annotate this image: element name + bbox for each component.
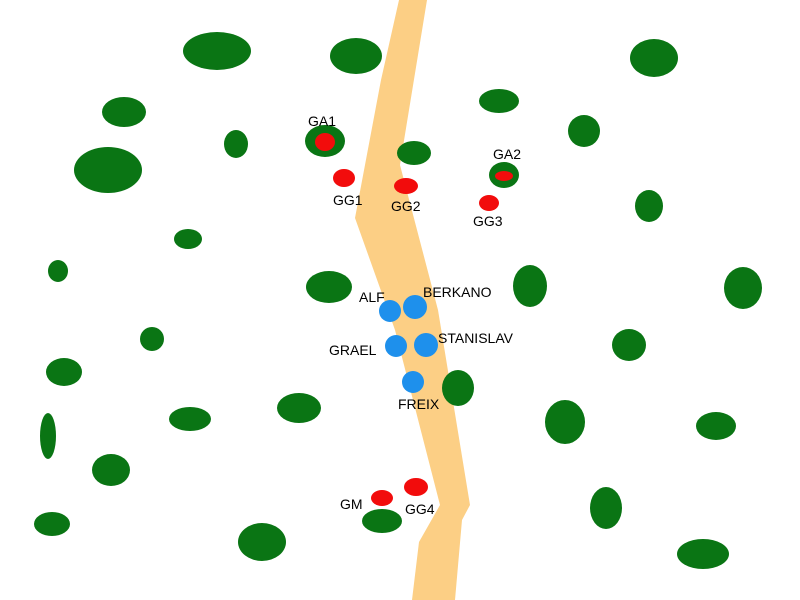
tree: [140, 327, 164, 351]
tree: [545, 400, 585, 444]
enemy-units-layer: [315, 133, 513, 506]
tree: [442, 370, 474, 406]
tree: [479, 89, 519, 113]
tree: [34, 512, 70, 536]
tree: [183, 32, 251, 70]
enemy-unit-ga1[interactable]: [315, 133, 335, 151]
label-freix: FREIX: [398, 396, 440, 412]
tree: [568, 115, 600, 147]
label-gg4: GG4: [405, 501, 435, 517]
tree: [277, 393, 321, 423]
tree: [74, 147, 142, 193]
friendly-unit-alf[interactable]: [379, 300, 401, 322]
friendly-unit-freix[interactable]: [402, 371, 424, 393]
label-berkano: BERKANO: [423, 284, 492, 300]
enemy-unit-gg1[interactable]: [333, 169, 355, 187]
tree: [677, 539, 729, 569]
enemy-unit-ga2[interactable]: [495, 171, 513, 181]
tree: [92, 454, 130, 486]
enemy-unit-gg4[interactable]: [404, 478, 428, 496]
friendly-units-layer: [379, 295, 438, 393]
tree: [590, 487, 622, 529]
tree: [40, 413, 56, 459]
label-stanislav: STANISLAV: [438, 330, 514, 346]
tree: [630, 39, 678, 77]
tree: [612, 329, 646, 361]
label-gg2: GG2: [391, 198, 421, 214]
label-alf: ALF: [359, 289, 385, 305]
tree: [696, 412, 736, 440]
enemy-unit-gg2[interactable]: [394, 178, 418, 194]
friendly-unit-grael[interactable]: [385, 335, 407, 357]
label-grael: GRAEL: [329, 342, 377, 358]
tree: [224, 130, 248, 158]
label-ga2: GA2: [493, 146, 521, 162]
label-gm: GM: [340, 496, 363, 512]
trees-layer: [34, 32, 762, 569]
tree: [513, 265, 547, 307]
tree: [102, 97, 146, 127]
tree: [174, 229, 202, 249]
tree: [46, 358, 82, 386]
tree: [724, 267, 762, 309]
friendly-unit-berkano[interactable]: [403, 295, 427, 319]
enemy-unit-gm[interactable]: [371, 490, 393, 506]
label-ga1: GA1: [308, 113, 336, 129]
tree: [362, 509, 402, 533]
tree: [169, 407, 211, 431]
tree: [238, 523, 286, 561]
enemy-unit-gg3[interactable]: [479, 195, 499, 211]
tree: [48, 260, 68, 282]
label-gg3: GG3: [473, 213, 503, 229]
tree: [306, 271, 352, 303]
tree: [330, 38, 382, 74]
labels-layer: GA1 GG1 GG2 GA2 GG3 ALF BERKANO GRAEL ST…: [308, 113, 521, 517]
tree: [635, 190, 663, 222]
label-gg1: GG1: [333, 192, 363, 208]
friendly-unit-stanislav[interactable]: [414, 333, 438, 357]
tree: [397, 141, 431, 165]
